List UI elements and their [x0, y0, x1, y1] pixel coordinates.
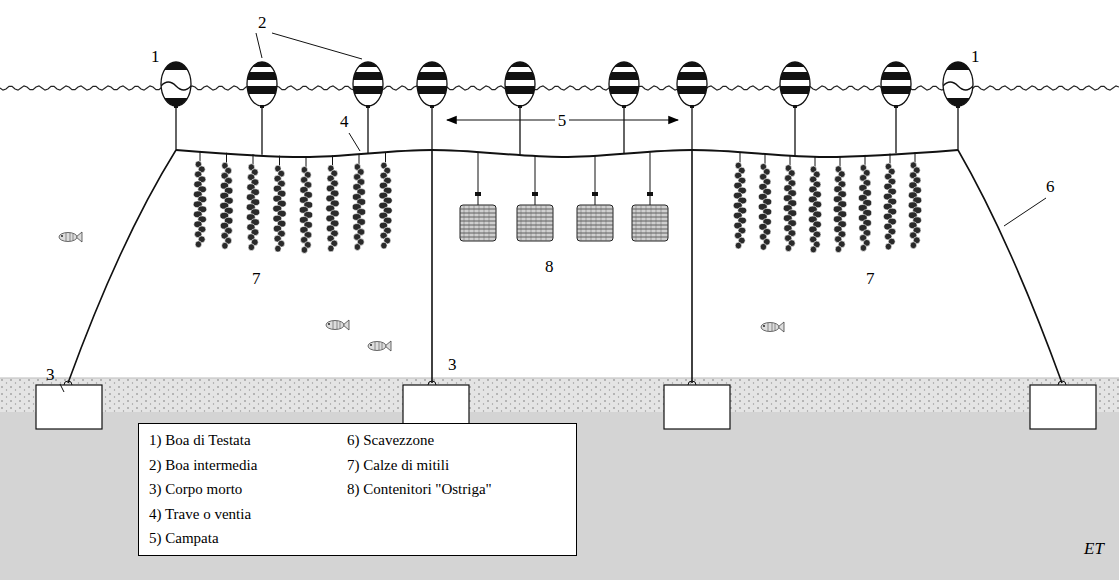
anchor-ring: [428, 381, 436, 385]
buoy-rope: [261, 106, 262, 155]
legend-entry: 8) Contenitori "Ostriga": [347, 481, 492, 498]
callout-number: 1: [971, 48, 980, 65]
leader-line: [256, 33, 262, 58]
anchor-line: [431, 150, 433, 383]
oyster-container: [577, 155, 613, 241]
buoy-rope: [367, 106, 368, 154]
mussel-sock: [783, 155, 796, 251]
intermediate-buoy: [352, 62, 384, 108]
seabed: [0, 378, 1119, 580]
intermediate-buoy: [880, 62, 912, 108]
oyster-container: [517, 156, 553, 241]
callout-number: 6: [1046, 178, 1055, 195]
mussel-sock: [299, 157, 312, 253]
mussel-sock: [858, 155, 871, 251]
intermediate-buoy: [416, 62, 448, 108]
mussel-sock: [883, 154, 896, 250]
legend-entry: 3) Corpo morto: [149, 481, 242, 498]
legend-entry: 4) Trave o ventia: [149, 506, 251, 523]
oyster-container: [632, 152, 668, 241]
callout-number: 4: [340, 113, 349, 130]
callout-number: 8: [545, 258, 554, 275]
anchor-block: [36, 385, 102, 429]
fish: [326, 320, 349, 330]
intermediate-buoy: [246, 62, 278, 108]
intermediate-buoy: [676, 62, 708, 108]
anchor-line: [958, 150, 1062, 383]
buoy-rope: [623, 106, 624, 154]
fish: [59, 232, 82, 242]
mussel-sock: [379, 153, 392, 249]
mussel-sock: [833, 156, 846, 252]
mussel-sock: [273, 156, 286, 252]
mussel-sock: [758, 154, 771, 250]
fish: [761, 322, 784, 332]
leader-line: [60, 384, 64, 392]
seabed-texture: [0, 378, 1119, 412]
callout-number: 7: [866, 270, 875, 287]
mussel-sock: [808, 156, 821, 252]
oyster-container: [460, 152, 496, 241]
anchor-line: [691, 150, 693, 383]
signature: ET: [1084, 540, 1104, 557]
buoy-rope: [519, 106, 520, 155]
callout-number: 5: [555, 112, 570, 129]
anchor-block: [1030, 385, 1096, 429]
buoy-rope: [895, 106, 896, 153]
seabed-line: [0, 378, 1119, 379]
callout-number: 7: [252, 270, 261, 287]
buoy-rope: [431, 106, 432, 150]
buoy-rope: [691, 106, 692, 150]
head-buoy: [160, 62, 192, 108]
anchor-block: [664, 385, 730, 429]
mussel-sock: [246, 154, 259, 250]
leader-line: [1004, 198, 1046, 226]
leader-line: [272, 33, 362, 59]
anchor-ring: [688, 381, 696, 385]
intermediate-buoy: [504, 62, 536, 108]
head-buoy: [942, 62, 974, 108]
legend-entry: 6) Scavezzone: [347, 432, 434, 449]
legend-entry: 5) Campata: [149, 530, 219, 547]
callout-number: 2: [258, 14, 267, 31]
legend-box: 1) Boa di Testata 2) Boa intermedia 3) Cor…: [138, 423, 577, 556]
intermediate-buoy: [779, 62, 811, 108]
callout-number: 1: [151, 48, 160, 65]
anchor-ring: [1058, 381, 1066, 385]
intermediate-buoy: [608, 62, 640, 108]
legend-entry: 7) Calze di mitili: [347, 457, 449, 474]
fish: [368, 341, 391, 351]
buoy-rope: [957, 106, 958, 150]
leader-line: [349, 133, 360, 151]
mussel-sock: [220, 153, 233, 249]
longline-beam: [176, 150, 958, 157]
mussel-sock: [733, 153, 746, 249]
buoy-rope: [175, 106, 176, 150]
mussel-sock: [193, 151, 206, 247]
mussel-sock: [908, 152, 921, 248]
anchor-line: [68, 150, 176, 383]
legend-entry: 2) Boa intermedia: [149, 457, 257, 474]
mussel-sock: [326, 155, 339, 251]
callout-number: 3: [448, 356, 457, 373]
callout-number: 3: [46, 366, 55, 383]
anchor-ring: [64, 381, 72, 385]
legend-entry: 1) Boa di Testata: [149, 432, 251, 449]
mussel-sock: [352, 154, 365, 250]
buoy-rope: [794, 106, 795, 155]
